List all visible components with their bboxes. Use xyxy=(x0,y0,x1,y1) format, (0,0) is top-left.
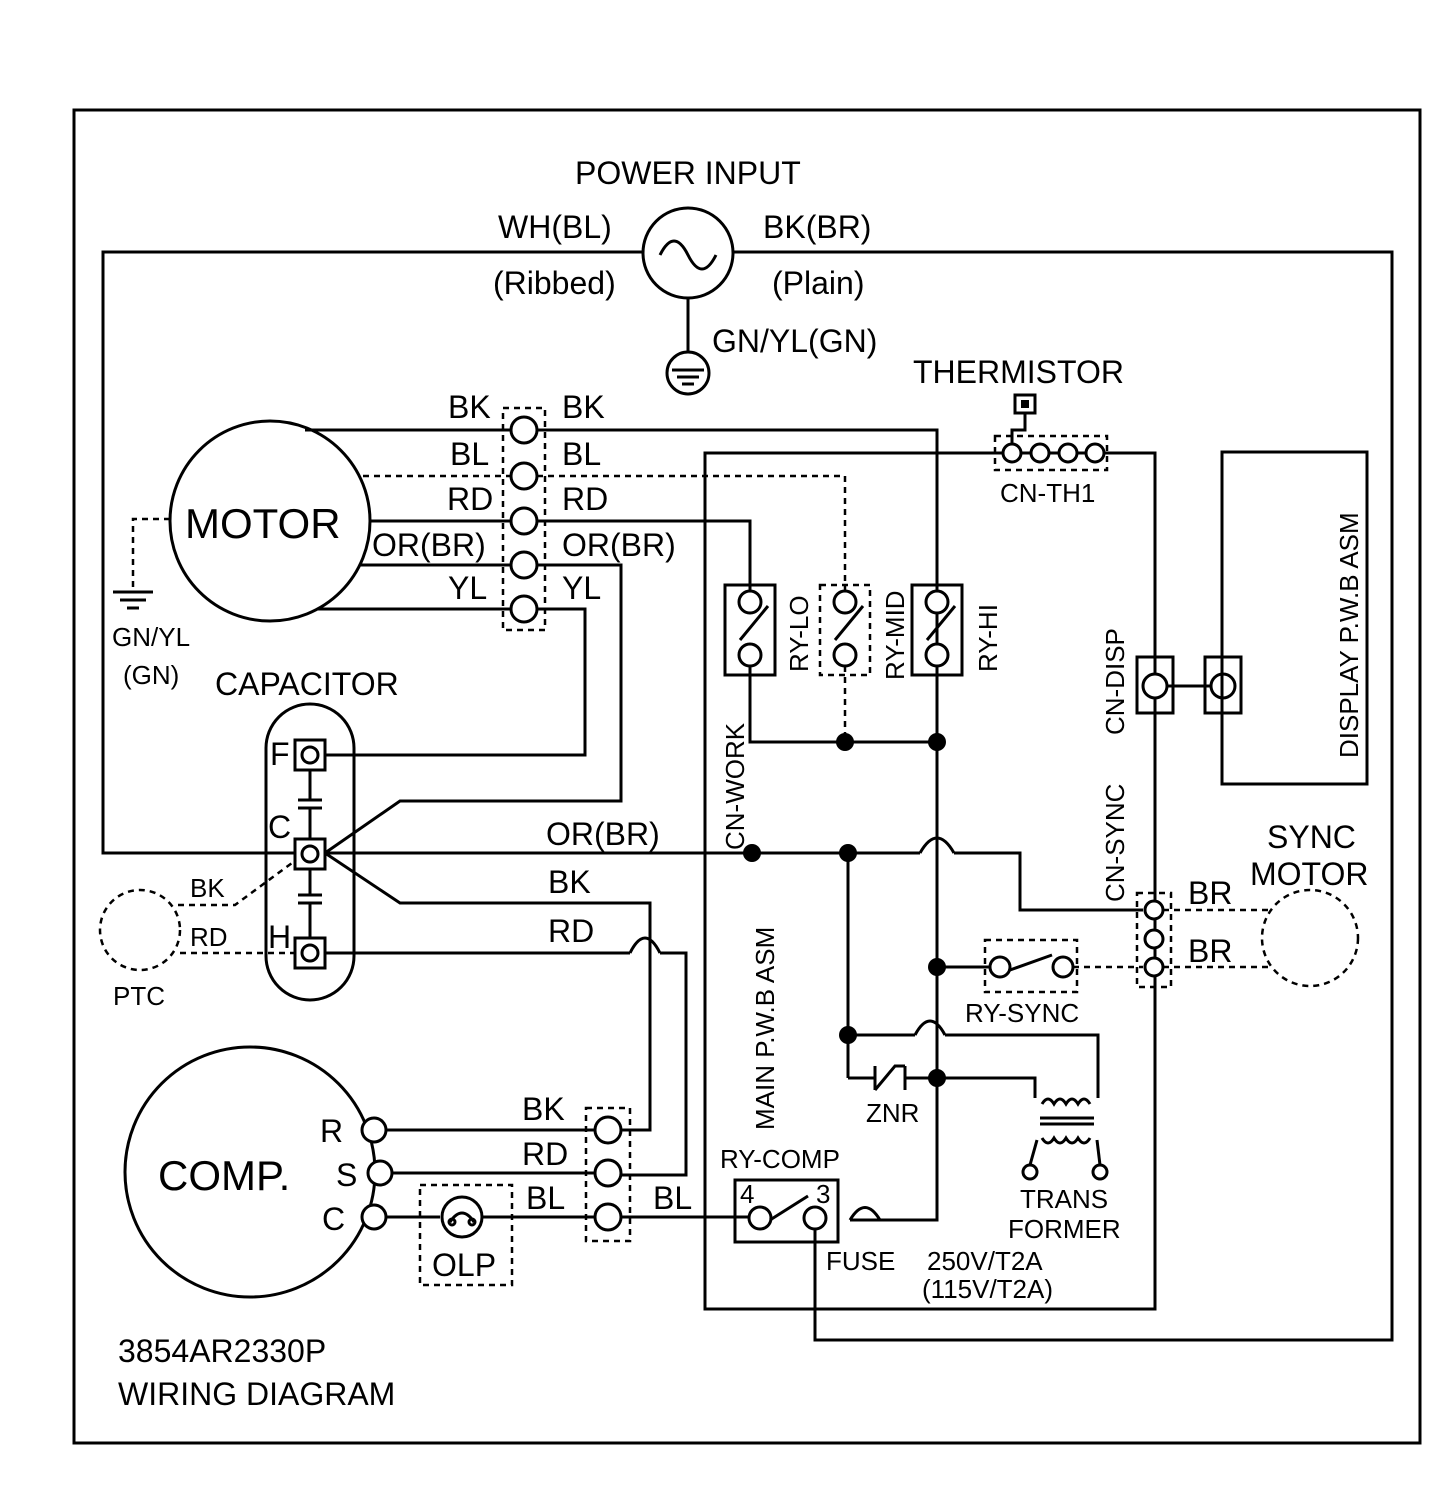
capacitor-c: C xyxy=(268,809,291,845)
display-connection: CN-DISP DISPLAY P.W.B ASM xyxy=(1100,450,1369,786)
capacitor: CAPACITOR F C H xyxy=(215,666,399,1002)
ptc-rd: RD xyxy=(190,922,228,952)
relay-comp-label: RY-COMP xyxy=(720,1144,840,1174)
display-pwb-box xyxy=(1220,450,1369,786)
olp-box xyxy=(418,1183,514,1287)
ptc-bk: BK xyxy=(190,873,225,903)
part-number: 3854AR2330P xyxy=(118,1333,326,1369)
motor-wire-right-bl: BL xyxy=(562,436,601,472)
sync-motor-br-1: BR xyxy=(1188,875,1232,911)
motor-wire-left-bl: BL xyxy=(450,436,489,472)
motor-ground-label-2: (GN) xyxy=(123,660,179,690)
compressor-r: R xyxy=(320,1113,343,1149)
power-right-type: (Plain) xyxy=(772,265,864,301)
main-pwb-box xyxy=(703,451,1157,1311)
relay-sync: RY-SYNC xyxy=(928,938,1143,1028)
capacitor-label: CAPACITOR xyxy=(215,666,399,702)
znr: ZNR xyxy=(848,1064,946,1128)
power-line-left xyxy=(101,250,643,855)
ground-icon xyxy=(665,350,711,396)
olp-label: OLP xyxy=(432,1247,496,1283)
fuse-symbol xyxy=(848,1206,882,1221)
power-ground-label: GN/YL(GN) xyxy=(712,323,877,359)
cn-th1-connector xyxy=(993,434,1109,472)
transformer-label-2: FORMER xyxy=(1008,1214,1121,1244)
capacitor-f: F xyxy=(270,736,290,772)
power-input: POWER INPUT WH(BL) (Ribbed) BK(BR) (Plai… xyxy=(101,155,1394,1342)
olp-symbol xyxy=(440,1195,484,1239)
relay-hi: RY-HI xyxy=(910,583,1003,677)
znr-label: ZNR xyxy=(866,1098,919,1128)
compressor-wire-bk: BK xyxy=(522,1091,565,1127)
compressor-c: C xyxy=(322,1201,345,1237)
motor-wire-right-bk: BK xyxy=(562,389,605,425)
wire-rd: RD xyxy=(548,913,594,949)
motor-ground-label-1: GN/YL xyxy=(112,622,190,652)
compressor-terminal-block xyxy=(584,1106,632,1243)
relay-mid: RY-MID xyxy=(818,583,910,680)
relay-comp-pin3: 3 xyxy=(816,1179,830,1209)
compressor-label: COMP. xyxy=(158,1152,290,1199)
ptc: PTC BK RD xyxy=(98,858,297,1011)
compressor: COMP. R S C OLP BK RD BL BL xyxy=(123,1045,749,1299)
main-pwb-label: MAIN P.W.B ASM xyxy=(750,927,780,1130)
thermistor: THERMISTOR CN-TH1 xyxy=(913,354,1124,508)
transformer: TRANS FORMER xyxy=(937,1076,1121,1244)
thermistor-label: THERMISTOR xyxy=(913,354,1124,390)
compressor-bl-out: BL xyxy=(653,1180,692,1216)
motor-wire-left-or: OR(BR) xyxy=(372,527,486,563)
cn-work-label: CN-WORK xyxy=(720,722,750,850)
cn-disp-label: CN-DISP xyxy=(1100,628,1130,735)
cn-sync-label: CN-SYNC xyxy=(1100,784,1130,902)
transformer-label-1: TRANS xyxy=(1020,1184,1108,1214)
motor-wire-right-rd: RD xyxy=(562,481,608,517)
motor-label: MOTOR xyxy=(185,500,341,547)
sync-motor-symbol xyxy=(1260,888,1360,988)
relay-sync-label: RY-SYNC xyxy=(965,998,1079,1028)
relay-mid-label: RY-MID xyxy=(880,590,910,680)
relay-hi-label: RY-HI xyxy=(973,604,1003,672)
fuse-label: FUSE xyxy=(826,1246,895,1276)
wire-or-br: OR(BR) xyxy=(546,816,660,852)
cn-th1-label: CN-TH1 xyxy=(1000,478,1095,508)
relay-comp-pin4: 4 xyxy=(740,1179,754,1209)
motor-wire-right-or: OR(BR) xyxy=(562,527,676,563)
power-left-type: (Ribbed) xyxy=(493,265,616,301)
compressor-s: S xyxy=(336,1157,357,1193)
compressor-wire-bl: BL xyxy=(526,1180,565,1216)
motor-wire-left-yl: YL xyxy=(448,570,487,606)
sync-motor-connection: CN-SYNC BR BR SYNC MOTOR xyxy=(1100,784,1369,989)
power-left-wire: WH(BL) xyxy=(498,209,612,245)
power-line-right xyxy=(733,250,1394,1342)
capacitor-h: H xyxy=(268,919,291,955)
sync-motor-label-1: SYNC xyxy=(1267,819,1356,855)
power-right-wire: BK(BR) xyxy=(763,209,871,245)
motor-wire-left-rd: RD xyxy=(447,481,493,517)
fan-motor: MOTOR GN/YL (GN) BK BL RD OR(BR) YL BK B… xyxy=(112,389,676,690)
diagram-title: WIRING DIAGRAM xyxy=(118,1376,395,1412)
sine-wave-icon xyxy=(658,239,718,271)
display-pwb-label: DISPLAY P.W.B ASM xyxy=(1334,512,1364,758)
outer-frame xyxy=(72,108,1422,1445)
power-input-title: POWER INPUT xyxy=(575,155,801,191)
motor-wire-right-yl: YL xyxy=(562,570,601,606)
fuse-rating-2: (115V/T2A) xyxy=(922,1274,1053,1304)
motor-wire-left-bk: BK xyxy=(448,389,491,425)
relay-comp: RY-COMP 4 3 xyxy=(720,1144,840,1244)
relay-lo-label: RY-LO xyxy=(784,595,814,672)
compressor-wire-rd: RD xyxy=(522,1136,568,1172)
fuse-rating-1: 250V/T2A xyxy=(927,1246,1043,1276)
relay-lo: RY-LO xyxy=(723,583,814,677)
ptc-symbol xyxy=(98,888,182,972)
wire-bk: BK xyxy=(548,864,591,900)
sync-motor-br-2: BR xyxy=(1188,933,1232,969)
ptc-label: PTC xyxy=(113,981,165,1011)
sync-motor-label-2: MOTOR xyxy=(1250,856,1369,892)
